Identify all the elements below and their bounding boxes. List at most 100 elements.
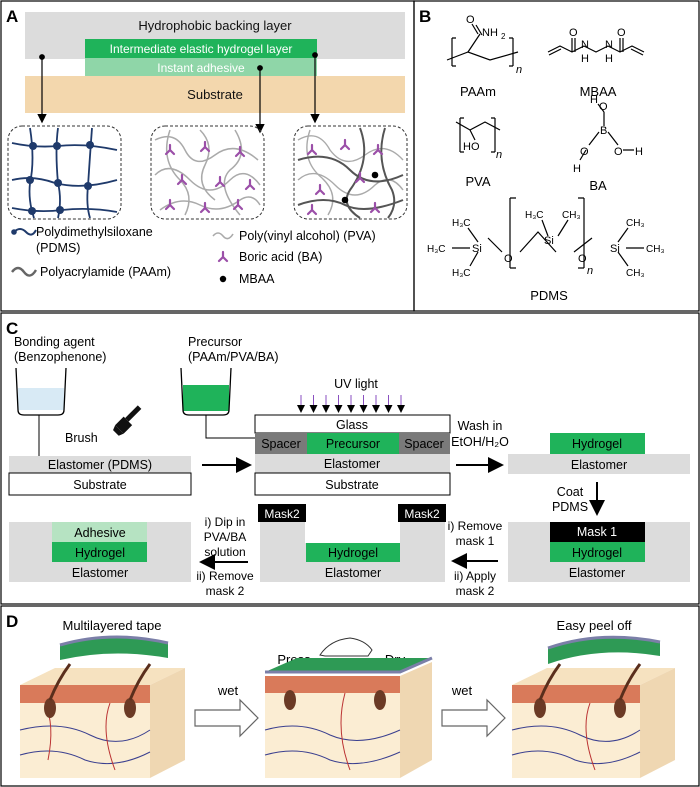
substrate-layer (25, 76, 405, 113)
ba-o1: O (599, 101, 608, 113)
dip-label1: i) Dip in (205, 515, 246, 529)
remove-mask2-label2: mask 2 (206, 584, 245, 598)
precursor-layer-label: Precursor (326, 437, 380, 451)
stage2-elastomer-label: Elastomer (324, 457, 380, 471)
stage6-adhesive-label: Adhesive (74, 526, 125, 540)
pdms-h3c-2: H₃C (427, 244, 446, 255)
stage3-hydrogel (550, 433, 645, 454)
stage2-substrate-label: Substrate (325, 478, 379, 492)
hybrid-network-box (293, 125, 408, 220)
ba-o2: O (580, 146, 589, 158)
panel-d-letter: D (6, 612, 18, 631)
stage5-mask2-left (258, 504, 306, 522)
layer-arrows (37, 52, 320, 134)
paam-nh2: NH (482, 27, 498, 39)
dip-label2: PVA/BA (204, 530, 246, 544)
pdms-name: PDMS (530, 288, 568, 303)
wash-label2: EtOH/H₂O (451, 435, 509, 449)
hydrogel-layer (85, 39, 317, 58)
legend-pdms-line2: (PDMS) (36, 241, 80, 255)
coat-label1: Coat (557, 485, 584, 499)
pdms-h3c-3: H₃C (452, 268, 471, 279)
stage1-elastomer-label: Elastomer (PDMS) (48, 458, 152, 472)
stage5 (260, 522, 445, 582)
glass-label: Glass (336, 418, 368, 432)
remove-mask1-label2: mask 1 (456, 534, 495, 548)
apply-mask2-label1: ii) Apply (454, 569, 496, 583)
brush-label: Brush (65, 431, 98, 445)
pdms-si1: Si (472, 243, 482, 255)
stage2-elastomer (255, 454, 450, 473)
ba-structure (579, 103, 634, 161)
stage6-hydrogel-label: Hydrogel (75, 546, 125, 560)
ba-h1: H (590, 94, 598, 106)
paam-structure (446, 23, 519, 67)
legend-pva: Poly(vinyl alcohol) (PVA) (239, 229, 376, 243)
dip-label3: solution (204, 545, 245, 559)
pdms-network-box (7, 125, 122, 220)
precursor-label1: Precursor (188, 335, 242, 349)
stage1-substrate-label: Substrate (73, 478, 127, 492)
stage4-mask1 (550, 522, 645, 542)
pdms-h3c-4: H₃C (525, 210, 544, 221)
legend-mbaa: MBAA (239, 272, 275, 286)
stage3-elastomer-label: Elastomer (571, 458, 627, 472)
pdms-structure (452, 197, 644, 269)
pdms-ch3-4: CH₃ (626, 268, 645, 279)
stage4-mask1-label: Mask 1 (577, 525, 617, 539)
ba-h2: H (573, 163, 581, 175)
remove-mask1-label1: i) Remove (448, 519, 503, 533)
mbaa-n1: N (581, 39, 589, 51)
precursor-label2: (PAAm/PVA/BA) (188, 350, 279, 364)
mbaa-o2: O (617, 27, 626, 39)
wet-label-1: wet (217, 683, 239, 698)
mbaa-structure (547, 38, 645, 56)
pdms-ch3-3: CH₃ (646, 244, 665, 255)
peel-label: Easy peel off (557, 618, 632, 633)
spacer-right-label: Spacer (404, 437, 444, 451)
pdms-si2: Si (544, 235, 554, 247)
panel-b: B NH 2 O n PAAm O O H N H N MBAA (413, 0, 700, 312)
bonding-agent-label1: Bonding agent (14, 335, 95, 349)
pva-name: PVA (465, 174, 490, 189)
wet-label-2: wet (451, 683, 473, 698)
adhesive-layer (85, 58, 317, 76)
stage3-hydrogel-label: Hydrogel (572, 437, 622, 451)
stage5-hydrogel-label: Hydrogel (328, 546, 378, 560)
mbaa-h2: H (605, 53, 613, 65)
paam-nh2-sub: 2 (501, 32, 506, 41)
stage6-adhesive (52, 522, 147, 542)
ba-o3: O (614, 146, 623, 158)
skin-block-3 (511, 635, 675, 778)
skin-block-1 (19, 635, 185, 778)
brush-icon (113, 405, 142, 436)
panel-c-letter: C (6, 319, 18, 338)
spacer-left-label: Spacer (261, 437, 301, 451)
panel-c: C Bonding agent (Benzophenone) Precursor… (0, 312, 700, 605)
stage6-hydrogel (52, 542, 147, 562)
panel-a-legend: Polydimethylsiloxane (PDMS) Polyacrylami… (11, 225, 376, 286)
stage5-mask2-right (398, 504, 446, 522)
pdms-ch3-2: CH₃ (626, 218, 645, 229)
stage4-elastomer-label: Elastomer (569, 566, 625, 580)
bonding-agent-label2: (Benzophenone) (14, 350, 106, 364)
stage5-mask2-right-label: Mask2 (404, 507, 440, 521)
apply-mask2-label2: mask 2 (456, 584, 495, 598)
ba-b: B (600, 125, 607, 137)
mbaa-name: MBAA (580, 84, 617, 99)
mbaa-o1: O (569, 27, 578, 39)
spacer-right (399, 433, 450, 454)
legend-ba: Boric acid (BA) (239, 250, 322, 264)
stage5-elastomer-label: Elastomer (325, 566, 381, 580)
coat-label2: PDMS (552, 500, 588, 514)
panel-a: A Hydrophobic backing layer Intermediate… (0, 0, 415, 312)
stage1-substrate (8, 472, 192, 496)
precursor-beaker (180, 367, 264, 442)
stage4-hydrogel (550, 542, 645, 562)
pdms-n: n (587, 265, 593, 277)
legend-paam: Polyacrylamide (PAAm) (40, 265, 171, 279)
panel-b-border (413, 0, 700, 312)
pdms-si3: Si (610, 243, 620, 255)
stage3-elastomer (508, 454, 690, 474)
